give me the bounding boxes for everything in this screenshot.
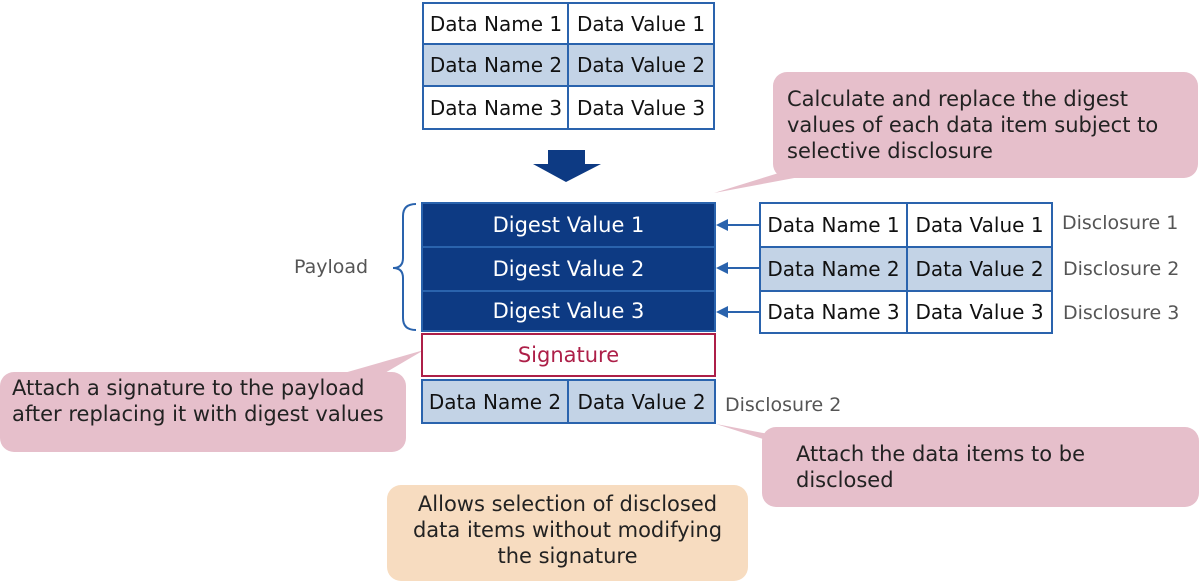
table-cell-value: Data Value 2 <box>567 43 715 87</box>
digest-value: Digest Value 3 <box>421 290 716 332</box>
disclosure-label: Disclosure 3 <box>1063 302 1180 324</box>
attached-cell-name: Data Name 2 <box>421 379 569 424</box>
digest-value: Digest Value 1 <box>421 202 716 248</box>
digest-value: Digest Value 2 <box>421 246 716 292</box>
table-cell-name: Data Name 2 <box>422 43 570 87</box>
attached-cell-value: Data Value 2 <box>567 379 716 424</box>
signature-callout-pointer <box>330 350 424 377</box>
payload-label: Payload <box>294 256 369 278</box>
signature-box: Signature <box>421 333 716 377</box>
disclosure-cell-value: Data Value 2 <box>906 246 1053 292</box>
disclosure-cell-value: Data Value 3 <box>906 290 1053 334</box>
summary-note: Allows selection of disclosed data items… <box>387 485 748 581</box>
table-cell-name: Data Name 3 <box>422 85 570 130</box>
disclosure-cell-name: Data Name 2 <box>759 246 908 292</box>
payload-brace <box>392 203 417 331</box>
table-cell-value: Data Value 3 <box>567 85 715 130</box>
table-cell-name: Data Name 1 <box>422 2 570 45</box>
signature-callout: Attach a signature to the payload after … <box>0 372 406 452</box>
down-arrow <box>533 150 601 182</box>
attached-disclosure-label: Disclosure 2 <box>725 394 842 416</box>
disclosure-label: Disclosure 2 <box>1063 258 1180 280</box>
disclosure-arrows <box>716 219 760 318</box>
digest-callout: Calculate and replace the digest values … <box>773 72 1198 178</box>
disclosure-label: Disclosure 1 <box>1062 212 1179 234</box>
attach-callout: Attach the data items to be disclosed <box>762 427 1199 507</box>
disclosure-cell-value: Data Value 1 <box>906 202 1053 248</box>
disclosure-cell-name: Data Name 1 <box>759 202 908 248</box>
disclosure-cell-name: Data Name 3 <box>759 290 908 334</box>
table-cell-value: Data Value 1 <box>567 2 715 45</box>
